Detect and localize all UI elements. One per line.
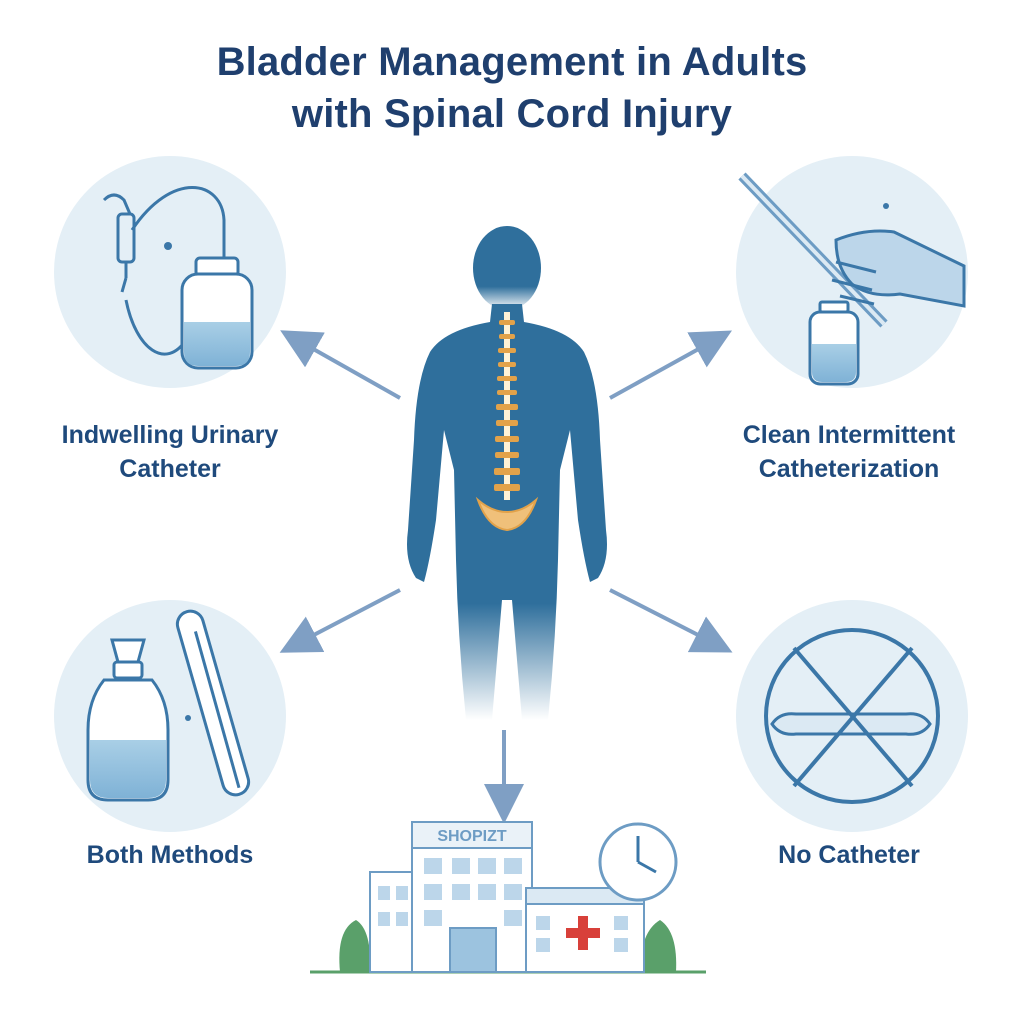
page-title: Bladder Management in Adults with Spinal… <box>0 36 1024 140</box>
label-intermittent-line-2: Catheterization <box>758 455 940 483</box>
title-line-1: Bladder Management in Adults <box>216 40 808 84</box>
arrows <box>279 330 733 824</box>
arrow-to-indwelling <box>280 330 401 400</box>
indwelling-circle <box>54 156 286 388</box>
hand-catheter-icon <box>738 172 966 386</box>
arrow-to-intermittent <box>609 330 733 400</box>
title-line-2: with Spinal Cord Injury <box>291 92 733 136</box>
crossed-catheter-icon <box>764 628 940 804</box>
human-silhouette <box>407 226 607 720</box>
intermittent-circle <box>736 156 968 388</box>
arrow-to-both <box>279 588 401 653</box>
bottle-and-catheter-icon <box>86 609 251 802</box>
arrow-to-none <box>609 588 733 653</box>
hospital-sign: SHOPIZT <box>437 828 507 845</box>
hospital-icon: SHOPIZT <box>310 821 706 974</box>
both-circle <box>54 600 286 832</box>
label-indwelling: Indwelling Urinary Catheter <box>30 418 310 486</box>
label-intermittent-line-1: Clean Intermittent <box>742 421 956 449</box>
catheter-bag-icon <box>102 186 254 370</box>
spine-icon <box>475 312 539 532</box>
label-intermittent: Clean Intermittent Catheterization <box>704 418 994 486</box>
label-both: Both Methods <box>86 841 254 869</box>
label-indwelling-line-1: Indwelling Urinary <box>61 421 279 449</box>
label-none: No Catheter <box>778 841 920 869</box>
none-circle <box>736 600 968 832</box>
label-indwelling-line-2: Catheter <box>119 455 221 483</box>
